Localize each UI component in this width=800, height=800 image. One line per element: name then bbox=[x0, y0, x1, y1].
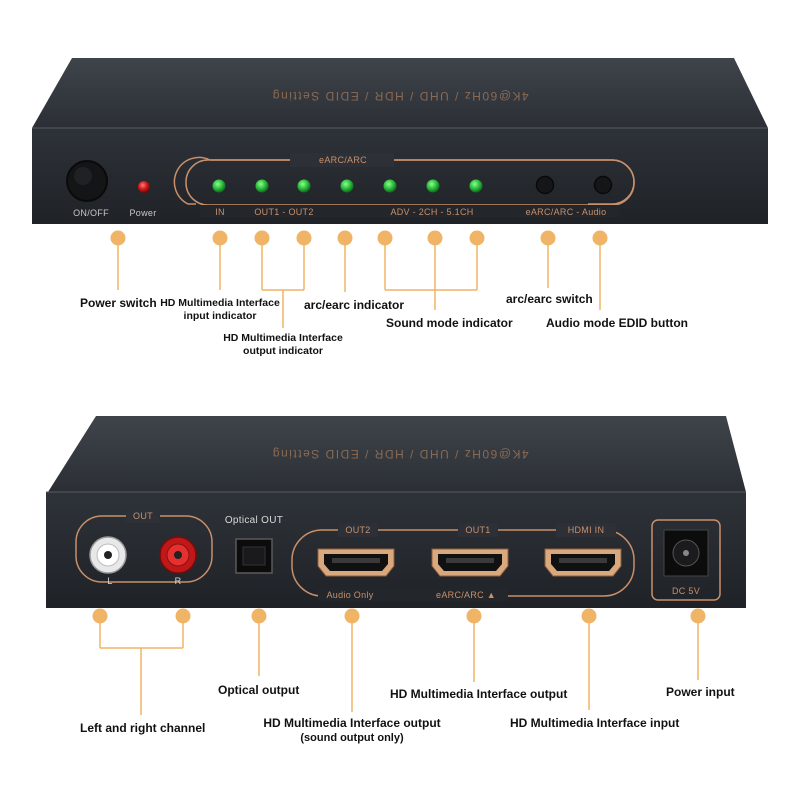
label-hdmi-input: HD Multimedia Interface input bbox=[510, 716, 680, 730]
dot-2ch-indicator bbox=[427, 230, 443, 246]
label-hdmi-output-indicator: HD Multimedia Interface output indicator bbox=[223, 332, 343, 358]
dot-optical bbox=[251, 608, 267, 624]
label-hdmi-input-indicator: HD Multimedia Interface input indicator bbox=[160, 297, 280, 323]
hdmi-in-port[interactable] bbox=[544, 548, 622, 577]
label-optical-output: Optical output bbox=[218, 683, 300, 697]
power-led bbox=[138, 181, 150, 193]
label-hdmi-output: HD Multimedia Interface output bbox=[390, 687, 568, 701]
dot-arc-switch bbox=[540, 230, 556, 246]
dot-hdmi-out1 bbox=[466, 608, 482, 624]
label-sound-mode-indicator: Sound mode indicator bbox=[386, 316, 513, 330]
led-51ch bbox=[469, 179, 483, 193]
label-power-switch: Power switch bbox=[80, 296, 157, 310]
label-hdmi-output-indicator-line1: HD Multimedia Interface bbox=[223, 332, 343, 344]
label-hdmi-output-indicator-line2: output indicator bbox=[243, 345, 323, 357]
led-in bbox=[212, 179, 226, 193]
dc-label: DC 5V bbox=[672, 586, 700, 596]
switch-labels: eARC/ARC - Audio bbox=[526, 207, 607, 217]
audio-edid-button[interactable] bbox=[593, 175, 613, 195]
out1-label: OUT1 bbox=[465, 525, 490, 535]
back-callout-dots bbox=[92, 608, 706, 624]
earc-label: eARC/ARC ▲ bbox=[436, 590, 496, 600]
led-2ch bbox=[426, 179, 440, 193]
label-hdmi-output-sound-line2: (sound output only) bbox=[300, 732, 404, 744]
dot-hdmi-out2 bbox=[344, 608, 360, 624]
earc-header: eARC/ARC bbox=[319, 155, 367, 165]
back-device: 4K@60Hz / UHD / HDR / EDID Setting OUT L… bbox=[46, 416, 746, 608]
r-label: R bbox=[175, 576, 182, 586]
dot-out2-indicator bbox=[296, 230, 312, 246]
label-left-right-channel: Left and right channel bbox=[80, 721, 206, 735]
dot-hdmi-in bbox=[581, 608, 597, 624]
onoff-label: ON/OFF bbox=[73, 208, 109, 218]
led-out2 bbox=[297, 179, 311, 193]
dc-frame bbox=[651, 519, 721, 601]
dot-rca-right bbox=[175, 608, 191, 624]
led-arc bbox=[340, 179, 354, 193]
label-hdmi-input-indicator-line2: input indicator bbox=[183, 310, 257, 322]
out-labels: OUT1 - OUT2 bbox=[254, 207, 313, 217]
mode-labels: ADV - 2CH - 5.1CH bbox=[390, 207, 473, 217]
front-callout-dots bbox=[110, 230, 608, 246]
hdmi-in-label: HDMI IN bbox=[568, 525, 605, 535]
earc-switch-button[interactable] bbox=[535, 175, 555, 195]
audio-only-label: Audio Only bbox=[326, 590, 373, 600]
label-hdmi-output-sound: HD Multimedia Interface output (sound ou… bbox=[263, 716, 440, 746]
label-audio-mode-edid: Audio mode EDID button bbox=[546, 316, 688, 330]
dot-arc-indicator bbox=[337, 230, 353, 246]
front-top-print: 4K@60Hz / UHD / HDR / EDID Setting bbox=[271, 89, 528, 103]
back-top-surface bbox=[48, 416, 746, 492]
led-out1 bbox=[255, 179, 269, 193]
optical-label: Optical OUT bbox=[225, 515, 283, 526]
hdmi-out1-port[interactable] bbox=[431, 548, 509, 577]
dot-adv-indicator bbox=[377, 230, 393, 246]
out-label: OUT bbox=[133, 511, 153, 521]
label-hdmi-output-sound-line1: HD Multimedia Interface output bbox=[263, 716, 441, 730]
dot-power-switch bbox=[110, 230, 126, 246]
hdmi-out2-port[interactable] bbox=[317, 548, 395, 577]
label-arc-switch: arc/earc switch bbox=[506, 292, 593, 306]
dot-input-indicator bbox=[212, 230, 228, 246]
label-hdmi-input-indicator-line1: HD Multimedia Interface bbox=[160, 297, 280, 309]
dot-dc-input bbox=[690, 608, 706, 624]
back-callouts bbox=[99, 616, 699, 715]
label-arc-indicator: arc/earc indicator bbox=[304, 298, 405, 312]
back-top-print: 4K@60Hz / UHD / HDR / EDID Setting bbox=[271, 447, 528, 461]
in-label: IN bbox=[215, 207, 225, 217]
front-device: 4K@60Hz / UHD / HDR / EDID Setting ON/OF… bbox=[32, 58, 768, 224]
label-power-input: Power input bbox=[666, 685, 735, 699]
out2-label: OUT2 bbox=[345, 525, 370, 535]
l-label: L bbox=[107, 576, 112, 586]
led-adv bbox=[383, 179, 397, 193]
power-label: Power bbox=[129, 208, 156, 218]
front-top-surface bbox=[32, 58, 768, 128]
dot-51ch-indicator bbox=[469, 230, 485, 246]
dot-out1-indicator bbox=[254, 230, 270, 246]
front-callouts bbox=[117, 238, 601, 328]
dot-audio-edid bbox=[592, 230, 608, 246]
dot-rca-left bbox=[92, 608, 108, 624]
